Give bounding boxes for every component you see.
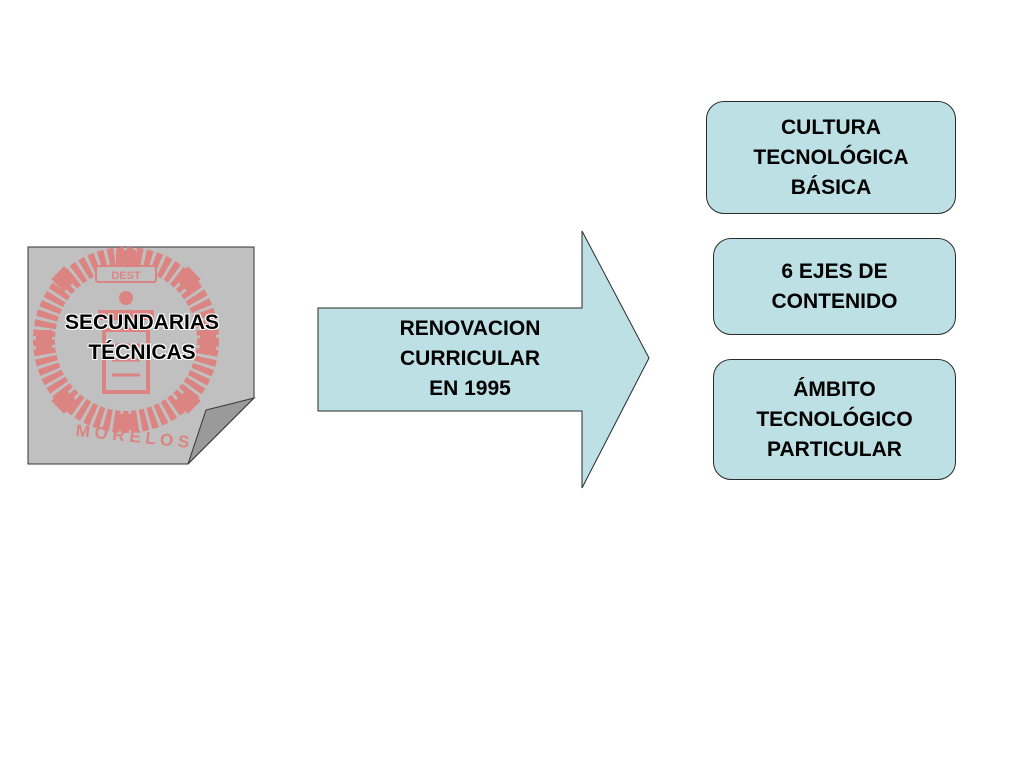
box-label: 6 EJES DE CONTENIDO	[771, 259, 898, 313]
school-logo: DEST M O R E L O S	[33, 247, 219, 452]
document-shape: DEST M O R E L O S	[27, 246, 256, 465]
box-ejes-contenido: 6 EJES DE CONTENIDO	[713, 238, 956, 335]
box-label: CULTURA TECNOLÓGICA BÁSICA	[753, 115, 909, 199]
box-cultura-tecnologica: CULTURA TECNOLÓGICA BÁSICA	[706, 101, 956, 214]
box-ambito-tecnologico: ÁMBITO TECNOLÓGICO PARTICULAR	[713, 359, 956, 480]
block-arrow	[317, 230, 650, 489]
document-title: SECUNDARIAS TÉCNICAS	[64, 311, 219, 364]
box-label: ÁMBITO TECNOLÓGICO PARTICULAR	[756, 377, 913, 461]
page-curl	[187, 397, 256, 465]
logo-top-text: DEST	[111, 270, 141, 282]
arrow-label: RENOVACION CURRICULAR EN 1995	[399, 317, 541, 400]
